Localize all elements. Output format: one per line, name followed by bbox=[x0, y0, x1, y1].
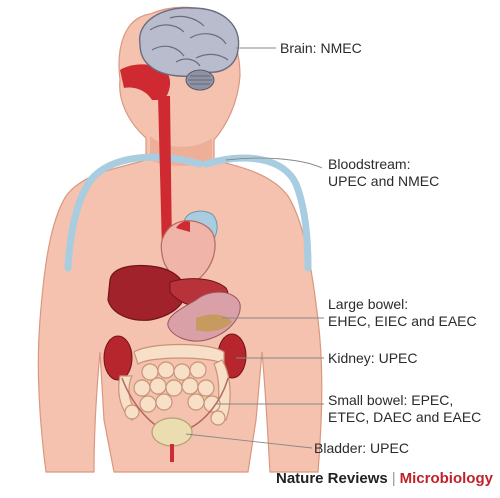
label-large-bowel: Large bowel: EHEC, EIEC and EAEC bbox=[328, 296, 477, 330]
label-bladder: Bladder: UPEC bbox=[314, 440, 409, 457]
label-kidney: Kidney: UPEC bbox=[328, 350, 417, 367]
label-small-bowel-line2: ETEC, DAEC and EAEC bbox=[328, 409, 482, 425]
label-small-bowel-line1: Small bowel: EPEC, bbox=[328, 392, 454, 408]
label-small-bowel: Small bowel: EPEC, ETEC, DAEC and EAEC bbox=[328, 392, 481, 426]
label-bladder-text: Bladder: UPEC bbox=[314, 440, 409, 456]
pancreas bbox=[196, 314, 232, 332]
intestines bbox=[118, 343, 231, 426]
esophagus bbox=[158, 96, 172, 250]
oral-cavity bbox=[120, 64, 171, 100]
label-bloodstream: Bloodstream: UPEC and NMEC bbox=[328, 156, 439, 190]
label-bloodstream-line2: UPEC and NMEC bbox=[328, 173, 440, 189]
subclavian-artery-right bbox=[202, 154, 312, 272]
kidney-left bbox=[103, 335, 133, 381]
urethra bbox=[170, 444, 174, 462]
label-large-bowel-line2: EHEC, EIEC and EAEC bbox=[328, 313, 477, 329]
label-brain: Brain: NMEC bbox=[280, 40, 362, 57]
label-brain-text: Brain: NMEC bbox=[280, 40, 362, 56]
credit-section: Microbiology bbox=[399, 470, 493, 487]
label-bloodstream-line1: Bloodstream: bbox=[328, 156, 411, 172]
credit-journal: Nature Reviews bbox=[276, 470, 388, 487]
label-kidney-text: Kidney: UPEC bbox=[328, 350, 418, 366]
pointer-lines bbox=[185, 47, 324, 449]
label-large-bowel-line1: Large bowel: bbox=[328, 296, 409, 312]
credit-separator: | bbox=[391, 470, 396, 487]
brain-icon bbox=[138, 7, 240, 91]
bladder bbox=[151, 417, 193, 447]
journal-credit: Nature Reviews|Microbiology bbox=[276, 470, 493, 487]
